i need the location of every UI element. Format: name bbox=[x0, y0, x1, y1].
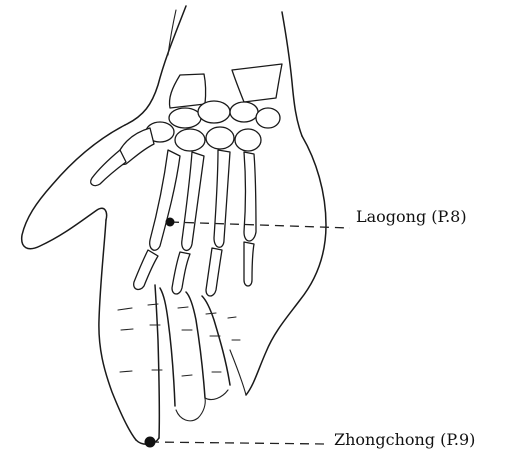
bones bbox=[91, 64, 282, 296]
laogong-label: Laogong (P.8) bbox=[356, 207, 467, 226]
zhongchong-label: Zhongchong (P.9) bbox=[334, 430, 475, 449]
laogong-point-marker bbox=[166, 218, 175, 227]
laogong-leader-line bbox=[170, 222, 350, 228]
zhongchong-point-marker bbox=[145, 437, 156, 448]
zhongchong-leader-line bbox=[150, 442, 326, 444]
